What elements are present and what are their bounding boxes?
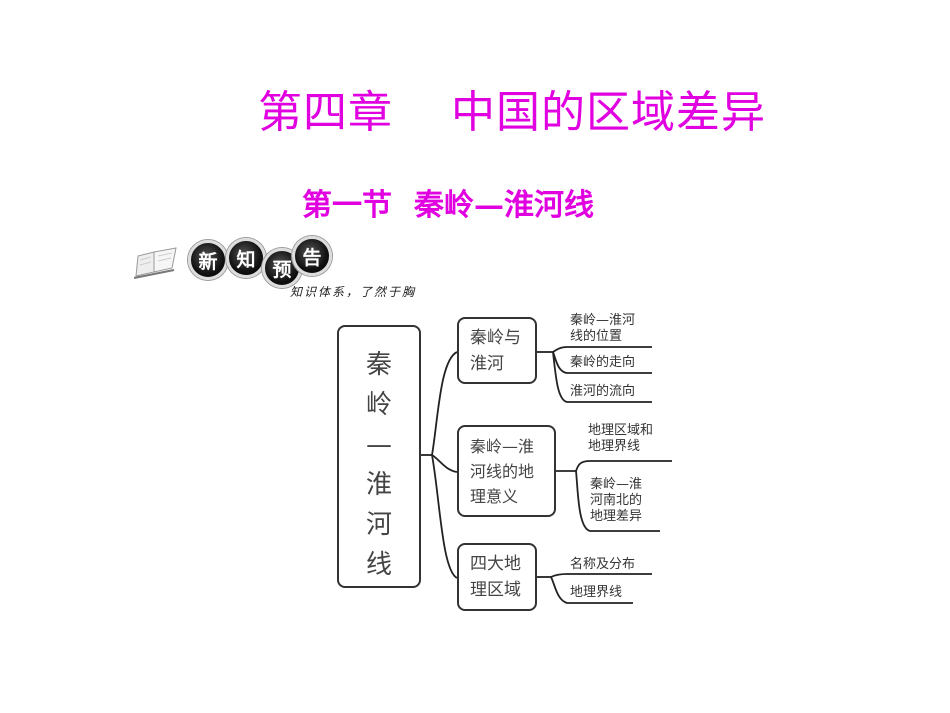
branch-line: 河线的地: [470, 462, 535, 481]
section-number: 第一节: [302, 188, 392, 223]
branch-line: 理意义: [470, 487, 519, 506]
branch-line: 四大地: [470, 554, 521, 574]
section-title: 第一节秦岭—淮河线: [302, 180, 594, 224]
mindmap-branch-significance: 秦岭—淮 河线的地 理意义: [457, 425, 556, 517]
badge-char-gao: 告: [292, 236, 332, 276]
badge-char-zhi: 知: [226, 238, 266, 278]
leaf-line: 秦岭—淮: [590, 477, 643, 492]
root-line: 淮: [365, 470, 392, 500]
mindmap-leaf-north-south-differences: 秦岭—淮 河南北的 地理差异: [590, 477, 642, 525]
preview-badge: 新 知 预 告: [128, 236, 458, 288]
mindmap-leaf-region-boundary: 地理区域和 地理界线: [588, 423, 653, 455]
badge-char-xin: 新: [188, 240, 228, 280]
leaf-line: 河南北的: [590, 493, 643, 508]
mindmap-leaf-names-distribution: 名称及分布: [570, 557, 635, 573]
section-name: 秦岭—淮河线: [414, 188, 594, 223]
mindmap-leaf-boundaries: 地理界线: [570, 585, 622, 601]
branch-line: 理区域: [470, 580, 521, 600]
mindmap-root: 秦 岭 — 淮 河 线: [337, 325, 421, 588]
root-line: 秦: [365, 350, 392, 380]
leaf-line: 淮河的流向: [570, 384, 636, 399]
branch-line: 秦岭—淮: [470, 437, 535, 456]
branch-line: 秦岭与: [470, 328, 521, 348]
mindmap-leaf-huaihe-flow: 淮河的流向: [570, 384, 635, 400]
mindmap-branch-qinling-huaihe: 秦岭与 淮河: [457, 317, 537, 384]
chapter-number: 第四章: [258, 87, 393, 138]
mindmap-branch-four-regions: 四大地 理区域: [457, 543, 537, 611]
branch-line: 淮河: [470, 354, 504, 374]
chapter-name: 中国的区域差异: [451, 87, 766, 138]
open-book-icon: [133, 247, 177, 279]
chapter-title: 第四章 中国的区域差异: [258, 76, 766, 140]
root-line: 河: [365, 510, 392, 540]
leaf-line: 秦岭的走向: [570, 355, 636, 370]
root-line: 岭: [365, 390, 392, 420]
leaf-line: 名称及分布: [570, 557, 636, 572]
badge-tagline: 知识体系，了然于胸: [290, 285, 417, 299]
leaf-line: 地理界线: [570, 585, 623, 600]
mindmap-leaf-location: 秦岭—淮河 线的位置: [570, 313, 635, 345]
root-line: —: [366, 430, 392, 460]
leaf-line: 地理差异: [590, 509, 643, 524]
leaf-line: 地理区域和: [588, 423, 654, 438]
root-line: 线: [365, 550, 392, 580]
mindmap-leaf-qinling-direction: 秦岭的走向: [570, 355, 635, 371]
leaf-line: 线的位置: [570, 329, 623, 344]
leaf-line: 秦岭—淮河: [570, 313, 636, 328]
leaf-line: 地理界线: [588, 439, 641, 454]
